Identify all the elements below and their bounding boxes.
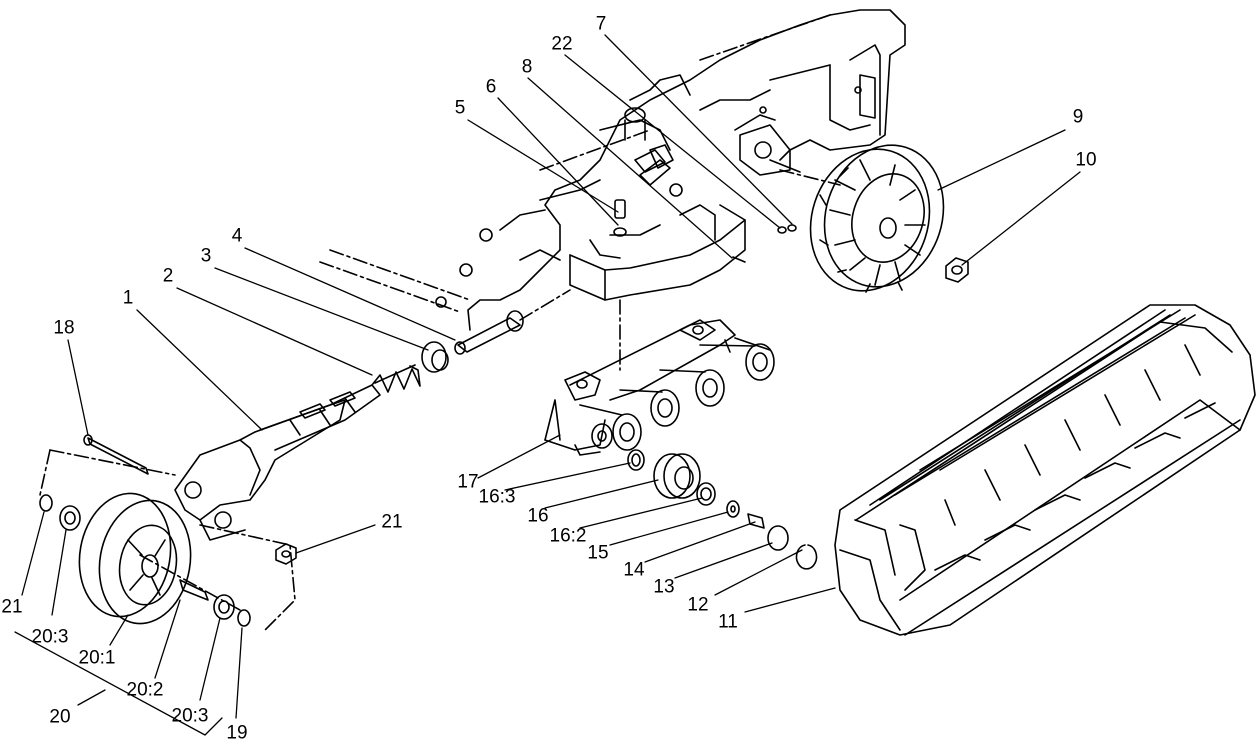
part-6-washer bbox=[613, 227, 627, 237]
label-20: 20 bbox=[49, 706, 71, 728]
part-22-screw bbox=[777, 226, 787, 234]
label-20-3-right: 20:3 bbox=[171, 705, 209, 727]
part-20-1-wheel bbox=[78, 492, 172, 618]
label-20-1: 20:1 bbox=[78, 647, 116, 669]
spring-2 bbox=[371, 364, 421, 393]
part-16-roller bbox=[653, 453, 691, 499]
label-17: 17 bbox=[457, 471, 479, 493]
label-15: 15 bbox=[587, 542, 609, 564]
part-12-ring bbox=[795, 544, 818, 570]
idler-wheel-assembly-20 bbox=[39, 434, 296, 631]
label-7: 7 bbox=[595, 13, 607, 35]
label-4: 4 bbox=[231, 225, 243, 247]
part-20-2-spacer bbox=[179, 579, 209, 601]
part-8-pin bbox=[732, 256, 746, 263]
label-20-2: 20:2 bbox=[126, 679, 164, 701]
small-fasteners bbox=[613, 149, 797, 263]
part-19-washer bbox=[237, 609, 251, 627]
label-2: 2 bbox=[162, 265, 174, 287]
rubber-track-11 bbox=[834, 304, 1256, 636]
label-8: 8 bbox=[521, 56, 533, 78]
label-9: 9 bbox=[1072, 106, 1084, 128]
pin-4 bbox=[454, 310, 524, 355]
part-14-bolt bbox=[747, 513, 765, 529]
label-10: 10 bbox=[1075, 149, 1097, 171]
roller-parts bbox=[627, 449, 818, 570]
label-18: 18 bbox=[53, 317, 75, 339]
label-5: 5 bbox=[454, 97, 466, 119]
label-6: 6 bbox=[485, 76, 497, 98]
label-21-left: 21 bbox=[1, 596, 23, 618]
part-20-3-bearing-right bbox=[213, 594, 235, 620]
part-16-3-seal bbox=[627, 449, 645, 471]
drive-sprocket-9 bbox=[809, 144, 945, 293]
label-13: 13 bbox=[653, 576, 675, 598]
label-3: 3 bbox=[200, 245, 212, 267]
label-11: 11 bbox=[718, 611, 738, 633]
frame-assembly bbox=[319, 9, 906, 371]
part-13-cap bbox=[767, 525, 789, 551]
nut-10 bbox=[945, 257, 969, 283]
part-7-screw bbox=[787, 224, 797, 232]
label-1: 1 bbox=[122, 287, 134, 309]
idler-arm-1 bbox=[174, 384, 381, 541]
label-20-3-left: 20:3 bbox=[31, 626, 69, 648]
label-16-3: 16:3 bbox=[478, 486, 516, 508]
label-12: 12 bbox=[687, 594, 709, 616]
label-19: 19 bbox=[226, 722, 248, 744]
label-21-right: 21 bbox=[381, 511, 403, 533]
part-18-bolt bbox=[87, 437, 149, 475]
label-16: 16 bbox=[527, 505, 549, 527]
decal bbox=[634, 149, 666, 173]
part-16-2-bearing bbox=[696, 482, 716, 506]
spring-cap-3 bbox=[421, 341, 449, 373]
part-15-washer bbox=[726, 500, 740, 518]
label-22: 22 bbox=[551, 33, 573, 55]
roller-frame-17 bbox=[544, 319, 775, 456]
part-5-bolt bbox=[614, 199, 626, 219]
leader-lines bbox=[14, 34, 1081, 736]
label-16-2: 16:2 bbox=[549, 525, 587, 547]
label-14: 14 bbox=[623, 559, 645, 581]
nut-21 bbox=[275, 543, 297, 565]
part-21-washer bbox=[39, 494, 53, 512]
part-20-3-bearing bbox=[59, 505, 81, 531]
